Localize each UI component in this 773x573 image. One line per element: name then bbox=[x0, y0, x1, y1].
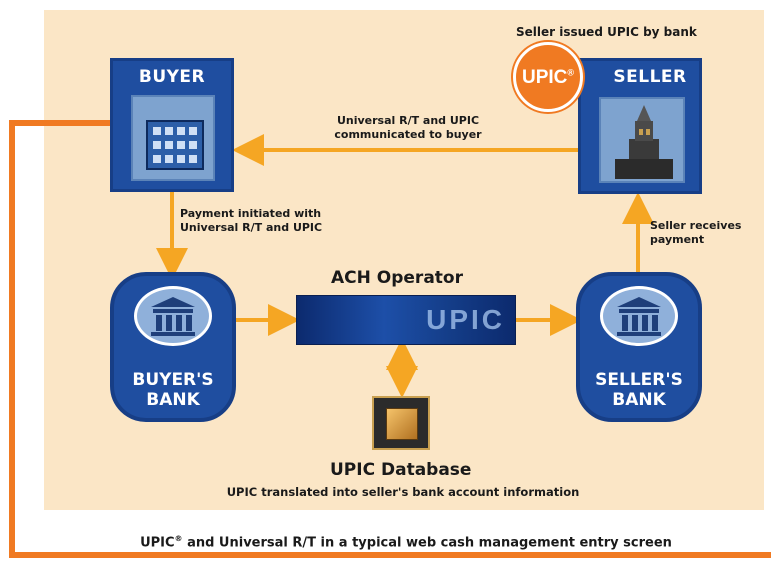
communicated-label: Universal R/T and UPIC communicated to b… bbox=[334, 114, 482, 141]
buyers-bank-node: BUYER'S BANK bbox=[110, 272, 236, 422]
seller-node: SELLER bbox=[578, 58, 702, 194]
database-chip-core bbox=[386, 408, 418, 440]
ach-operator-banner: UPIC bbox=[296, 295, 516, 345]
payment-initiated-label: Payment initiated with Universal R/T and… bbox=[180, 207, 323, 234]
database-title: UPIC Database bbox=[330, 460, 472, 480]
seller-receives-label: Seller receives payment bbox=[650, 219, 742, 246]
footer-caption: UPIC® and Universal R/T in a typical web… bbox=[140, 534, 672, 551]
database-chip-icon bbox=[372, 396, 430, 450]
sellers-bank-label: SELLER'S BANK bbox=[595, 370, 683, 410]
seller-title: SELLER bbox=[613, 67, 687, 87]
database-caption: UPIC translated into seller's bank accou… bbox=[226, 485, 580, 499]
ach-operator-title: ACH Operator bbox=[331, 268, 463, 288]
buyer-title: BUYER bbox=[138, 67, 206, 87]
ach-banner-text: UPIC bbox=[426, 304, 505, 335]
upic-badge: UPIC® bbox=[513, 42, 583, 112]
seller-issued-label: Seller issued UPIC by bank bbox=[516, 25, 697, 39]
seller-tower-icon bbox=[599, 97, 685, 183]
buyers-bank-icon bbox=[134, 286, 212, 346]
sellers-bank-icon bbox=[600, 286, 678, 346]
buyer-building-icon bbox=[131, 95, 215, 181]
upic-badge-text: UPIC® bbox=[521, 67, 575, 88]
sellers-bank-node: SELLER'S BANK bbox=[576, 272, 702, 422]
buyers-bank-label: BUYER'S BANK bbox=[132, 370, 214, 410]
buyer-node: BUYER bbox=[110, 58, 234, 192]
